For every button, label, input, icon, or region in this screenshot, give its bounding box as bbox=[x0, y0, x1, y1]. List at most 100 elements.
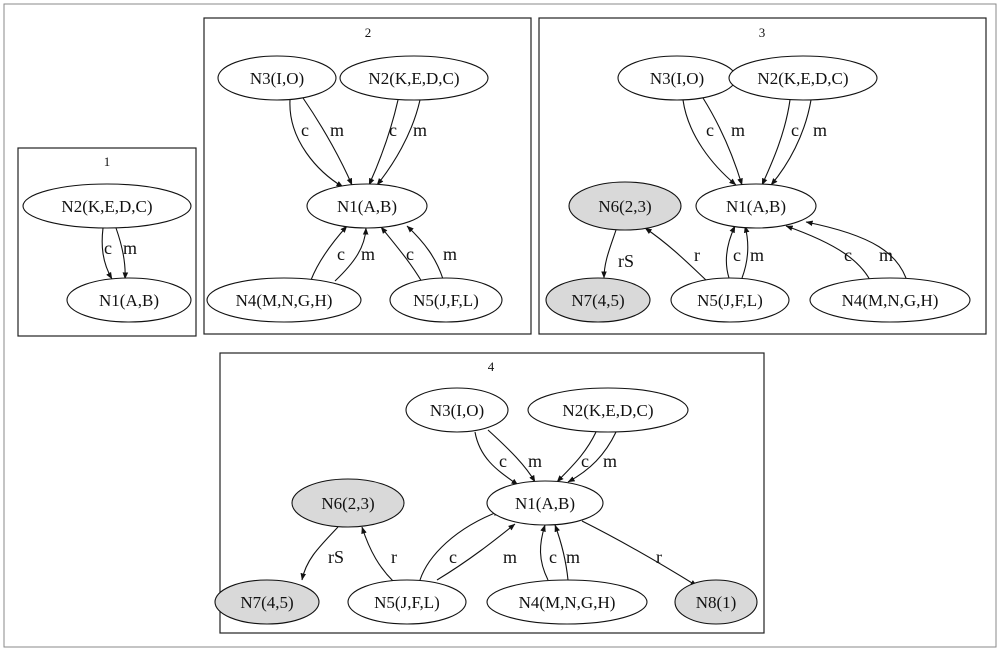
edge-label: m bbox=[566, 547, 580, 567]
node-n6: N6(2,3) bbox=[291, 478, 405, 528]
node-n8-label: N8(1) bbox=[696, 593, 737, 612]
edge-n3-to-n1-m bbox=[487, 429, 536, 483]
edge-n2-to-n1-c bbox=[761, 99, 791, 186]
node-n7-label: N7(4,5) bbox=[571, 291, 624, 310]
node-n5-label: N5(J,F,L) bbox=[374, 593, 440, 612]
node-n2-label: N2(K,E,D,C) bbox=[61, 197, 152, 216]
edge-label: c bbox=[301, 120, 309, 140]
node-n5-shape bbox=[347, 579, 467, 625]
node-n2-label: N2(K,E,D,C) bbox=[562, 401, 653, 420]
node-n1-label: N1(A,B) bbox=[337, 197, 397, 216]
edge-label: c bbox=[706, 120, 714, 140]
edge-label: m bbox=[330, 120, 344, 140]
edge-n1-to-n8-r bbox=[581, 520, 698, 587]
node-n6-label: N6(2,3) bbox=[598, 197, 651, 216]
edge-label: m bbox=[879, 245, 893, 265]
edge-label: r bbox=[391, 547, 397, 567]
edge-n5-to-n1-m bbox=[741, 225, 750, 279]
edge-n2-to-n1-m bbox=[376, 99, 421, 186]
node-n1-shape bbox=[306, 183, 428, 229]
edge-label: m bbox=[361, 244, 375, 264]
edge-label: c bbox=[337, 244, 345, 264]
node-n2-shape bbox=[527, 387, 689, 433]
node-n1: N1(A,B) bbox=[306, 183, 428, 229]
edge-label: m bbox=[503, 547, 517, 567]
node-n8: N8(1) bbox=[674, 579, 758, 625]
panel-3-title: 3 bbox=[759, 25, 766, 40]
edge-label: c bbox=[406, 244, 414, 264]
node-n5-label: N5(J,F,L) bbox=[413, 291, 479, 310]
node-n6: N6(2,3) bbox=[568, 181, 682, 231]
node-n2-label: N2(K,E,D,C) bbox=[368, 69, 459, 88]
edge-label: m bbox=[443, 244, 457, 264]
edge-label: c bbox=[499, 451, 507, 471]
node-n4-label: N4(M,N,G,H) bbox=[842, 291, 939, 310]
edge-n4-to-n1-m bbox=[805, 220, 907, 279]
edge-n2-to-n1-c bbox=[101, 227, 113, 280]
edge-label: m bbox=[750, 245, 764, 265]
edge-label: rS bbox=[328, 547, 344, 567]
node-n4-shape bbox=[206, 277, 362, 323]
node-n3-shape bbox=[405, 387, 509, 433]
edge-n5-to-n1-c bbox=[725, 225, 736, 279]
node-n4-label: N4(M,N,G,H) bbox=[236, 291, 333, 310]
node-n8-shape bbox=[674, 579, 758, 625]
edge-n5-to-n1-m bbox=[406, 225, 444, 280]
edge-label: m bbox=[528, 451, 542, 471]
node-n2-label: N2(K,E,D,C) bbox=[757, 69, 848, 88]
edge-n3-to-n1-c bbox=[289, 99, 344, 188]
edge-n4-to-n1-c bbox=[539, 524, 549, 581]
node-n7: N7(4,5) bbox=[545, 277, 651, 323]
edge-n2-to-n1-m bbox=[115, 227, 129, 280]
node-n6-shape bbox=[568, 181, 682, 231]
node-n6-label: N6(2,3) bbox=[321, 494, 374, 513]
edge-label: m bbox=[123, 238, 137, 258]
edge-n2-to-n1-c bbox=[368, 99, 399, 186]
outer-frame bbox=[3, 3, 997, 648]
edge-n5-to-n1-c bbox=[380, 226, 423, 283]
edge-n5-to-n6-r bbox=[361, 526, 394, 582]
node-n3: N3(I,O) bbox=[405, 387, 509, 433]
node-n7: N7(4,5) bbox=[214, 579, 320, 625]
node-n4: N4(M,N,G,H) bbox=[809, 277, 971, 323]
node-n3: N3(I,O) bbox=[617, 55, 737, 101]
node-n1-label: N1(A,B) bbox=[515, 494, 575, 513]
node-n1-label: N1(A,B) bbox=[99, 291, 159, 310]
edge-label: m bbox=[413, 120, 427, 140]
edge-n6-to-n7-rS bbox=[300, 526, 339, 581]
node-n5: N5(J,F,L) bbox=[389, 277, 503, 323]
node-n5: N5(J,F,L) bbox=[670, 277, 790, 323]
node-n5-shape bbox=[389, 277, 503, 323]
node-n4: N4(M,N,G,H) bbox=[206, 277, 362, 323]
edge-n5-to-n6-r bbox=[644, 227, 708, 282]
node-n6-shape bbox=[291, 478, 405, 528]
node-n1-shape bbox=[66, 277, 192, 323]
edge-n3-to-n1-c bbox=[682, 99, 737, 186]
node-n7-shape bbox=[545, 277, 651, 323]
node-n7-shape bbox=[214, 579, 320, 625]
node-n2: N2(K,E,D,C) bbox=[22, 183, 192, 229]
node-n7-label: N7(4,5) bbox=[240, 593, 293, 612]
edge-label: c bbox=[449, 547, 457, 567]
node-n1-shape bbox=[486, 480, 604, 526]
edge-n2-to-n1-c bbox=[556, 431, 597, 483]
edge-label: m bbox=[731, 120, 745, 140]
edge-label: r bbox=[656, 547, 662, 567]
edge-n3-to-n1-c bbox=[474, 431, 519, 486]
edge-label: c bbox=[733, 245, 741, 265]
edge-label: c bbox=[581, 451, 589, 471]
edge-n5-to-n1-c bbox=[419, 510, 501, 581]
edge-n2-to-n1-m bbox=[770, 99, 812, 186]
node-n2-shape bbox=[728, 55, 878, 101]
edge-label: c bbox=[791, 120, 799, 140]
node-n5-label: N5(J,F,L) bbox=[697, 291, 763, 310]
node-n4-label: N4(M,N,G,H) bbox=[519, 593, 616, 612]
node-n1-label: N1(A,B) bbox=[726, 197, 786, 216]
node-n2-shape bbox=[22, 183, 192, 229]
edge-label: m bbox=[813, 120, 827, 140]
edge-label: c bbox=[104, 238, 112, 258]
